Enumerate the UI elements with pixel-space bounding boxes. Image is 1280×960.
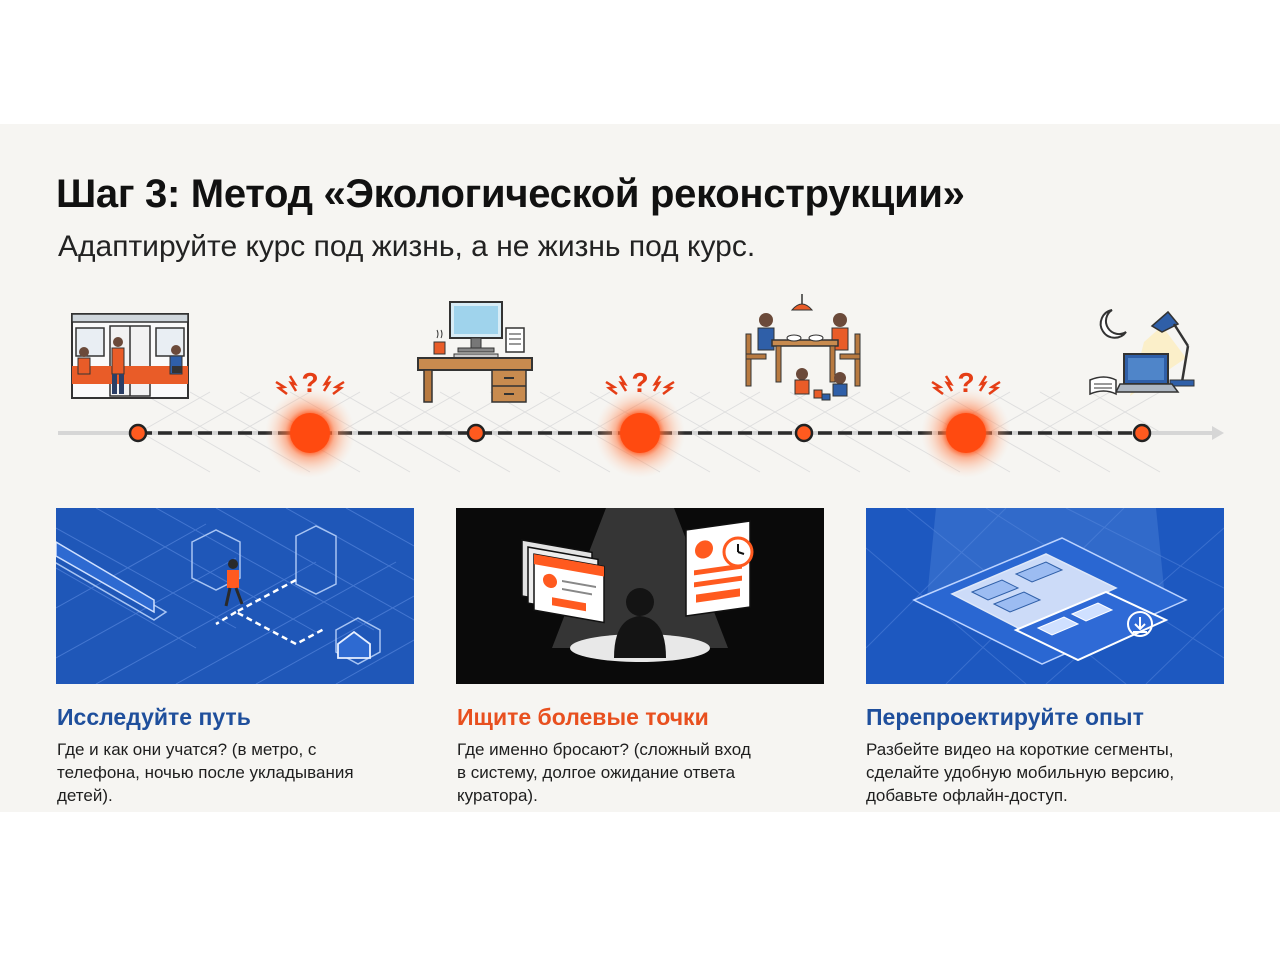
timeline-node bbox=[466, 423, 486, 443]
pain-point-marker: ? bbox=[265, 367, 355, 478]
timeline-node bbox=[794, 423, 814, 443]
card-text-line: Где и как они учатся? (в метро, с bbox=[57, 740, 317, 759]
card-text-pain-points: Где именно бросают? (сложный вход в сист… bbox=[457, 738, 827, 807]
card-image-redesign bbox=[866, 508, 1224, 684]
question-mark: ? bbox=[301, 367, 318, 398]
timeline-nodes bbox=[128, 423, 1152, 443]
card-title-path: Исследуйте путь bbox=[57, 704, 251, 730]
subway-illustration bbox=[71, 313, 189, 399]
pain-point-marker: ? bbox=[595, 367, 685, 478]
card-text-line: куратора). bbox=[457, 786, 538, 805]
question-mark: ? bbox=[631, 367, 648, 398]
alert-spark-icon bbox=[275, 375, 345, 395]
timeline-node bbox=[128, 423, 148, 443]
card-image-path bbox=[56, 508, 414, 684]
family-illustration bbox=[745, 294, 861, 401]
pain-point-marker: ? bbox=[921, 367, 1011, 478]
page-title: Шаг 3: Метод «Экологической реконструкци… bbox=[56, 172, 965, 216]
card-text-line: телефона, ночью после укладывания bbox=[57, 763, 354, 782]
card-title-pain-points: Ищите болевые точки bbox=[457, 704, 709, 730]
card-text-line: сделайте удобную мобильную версию, bbox=[866, 763, 1175, 782]
desk-illustration bbox=[417, 301, 533, 403]
question-mark: ? bbox=[957, 367, 974, 398]
card-text-line: Где именно бросают? (сложный вход bbox=[457, 740, 751, 759]
timeline-node bbox=[1132, 423, 1152, 443]
card-title-redesign: Перепроектируйте опыт bbox=[866, 704, 1144, 730]
timeline-arrowhead bbox=[1212, 426, 1224, 440]
page-subtitle: Адаптируйте курс под жизнь, а не жизнь п… bbox=[58, 230, 756, 263]
card-text-line: добавьте офлайн-доступ. bbox=[866, 786, 1068, 805]
night-study-illustration bbox=[1089, 309, 1195, 396]
timeline: ? ? ? bbox=[58, 294, 1224, 478]
card-text-line: детей). bbox=[57, 786, 113, 805]
card-text-line: в систему, долгое ожидание ответа bbox=[457, 763, 736, 782]
card-text-redesign: Разбейте видео на короткие сегменты, сде… bbox=[866, 738, 1236, 807]
card-image-pain-points bbox=[456, 508, 824, 684]
card-text-line: Разбейте видео на короткие сегменты, bbox=[866, 740, 1174, 759]
card-text-path: Где и как они учатся? (в метро, с телефо… bbox=[57, 738, 427, 807]
alert-spark-icon bbox=[605, 375, 675, 395]
alert-spark-icon bbox=[931, 375, 1001, 395]
